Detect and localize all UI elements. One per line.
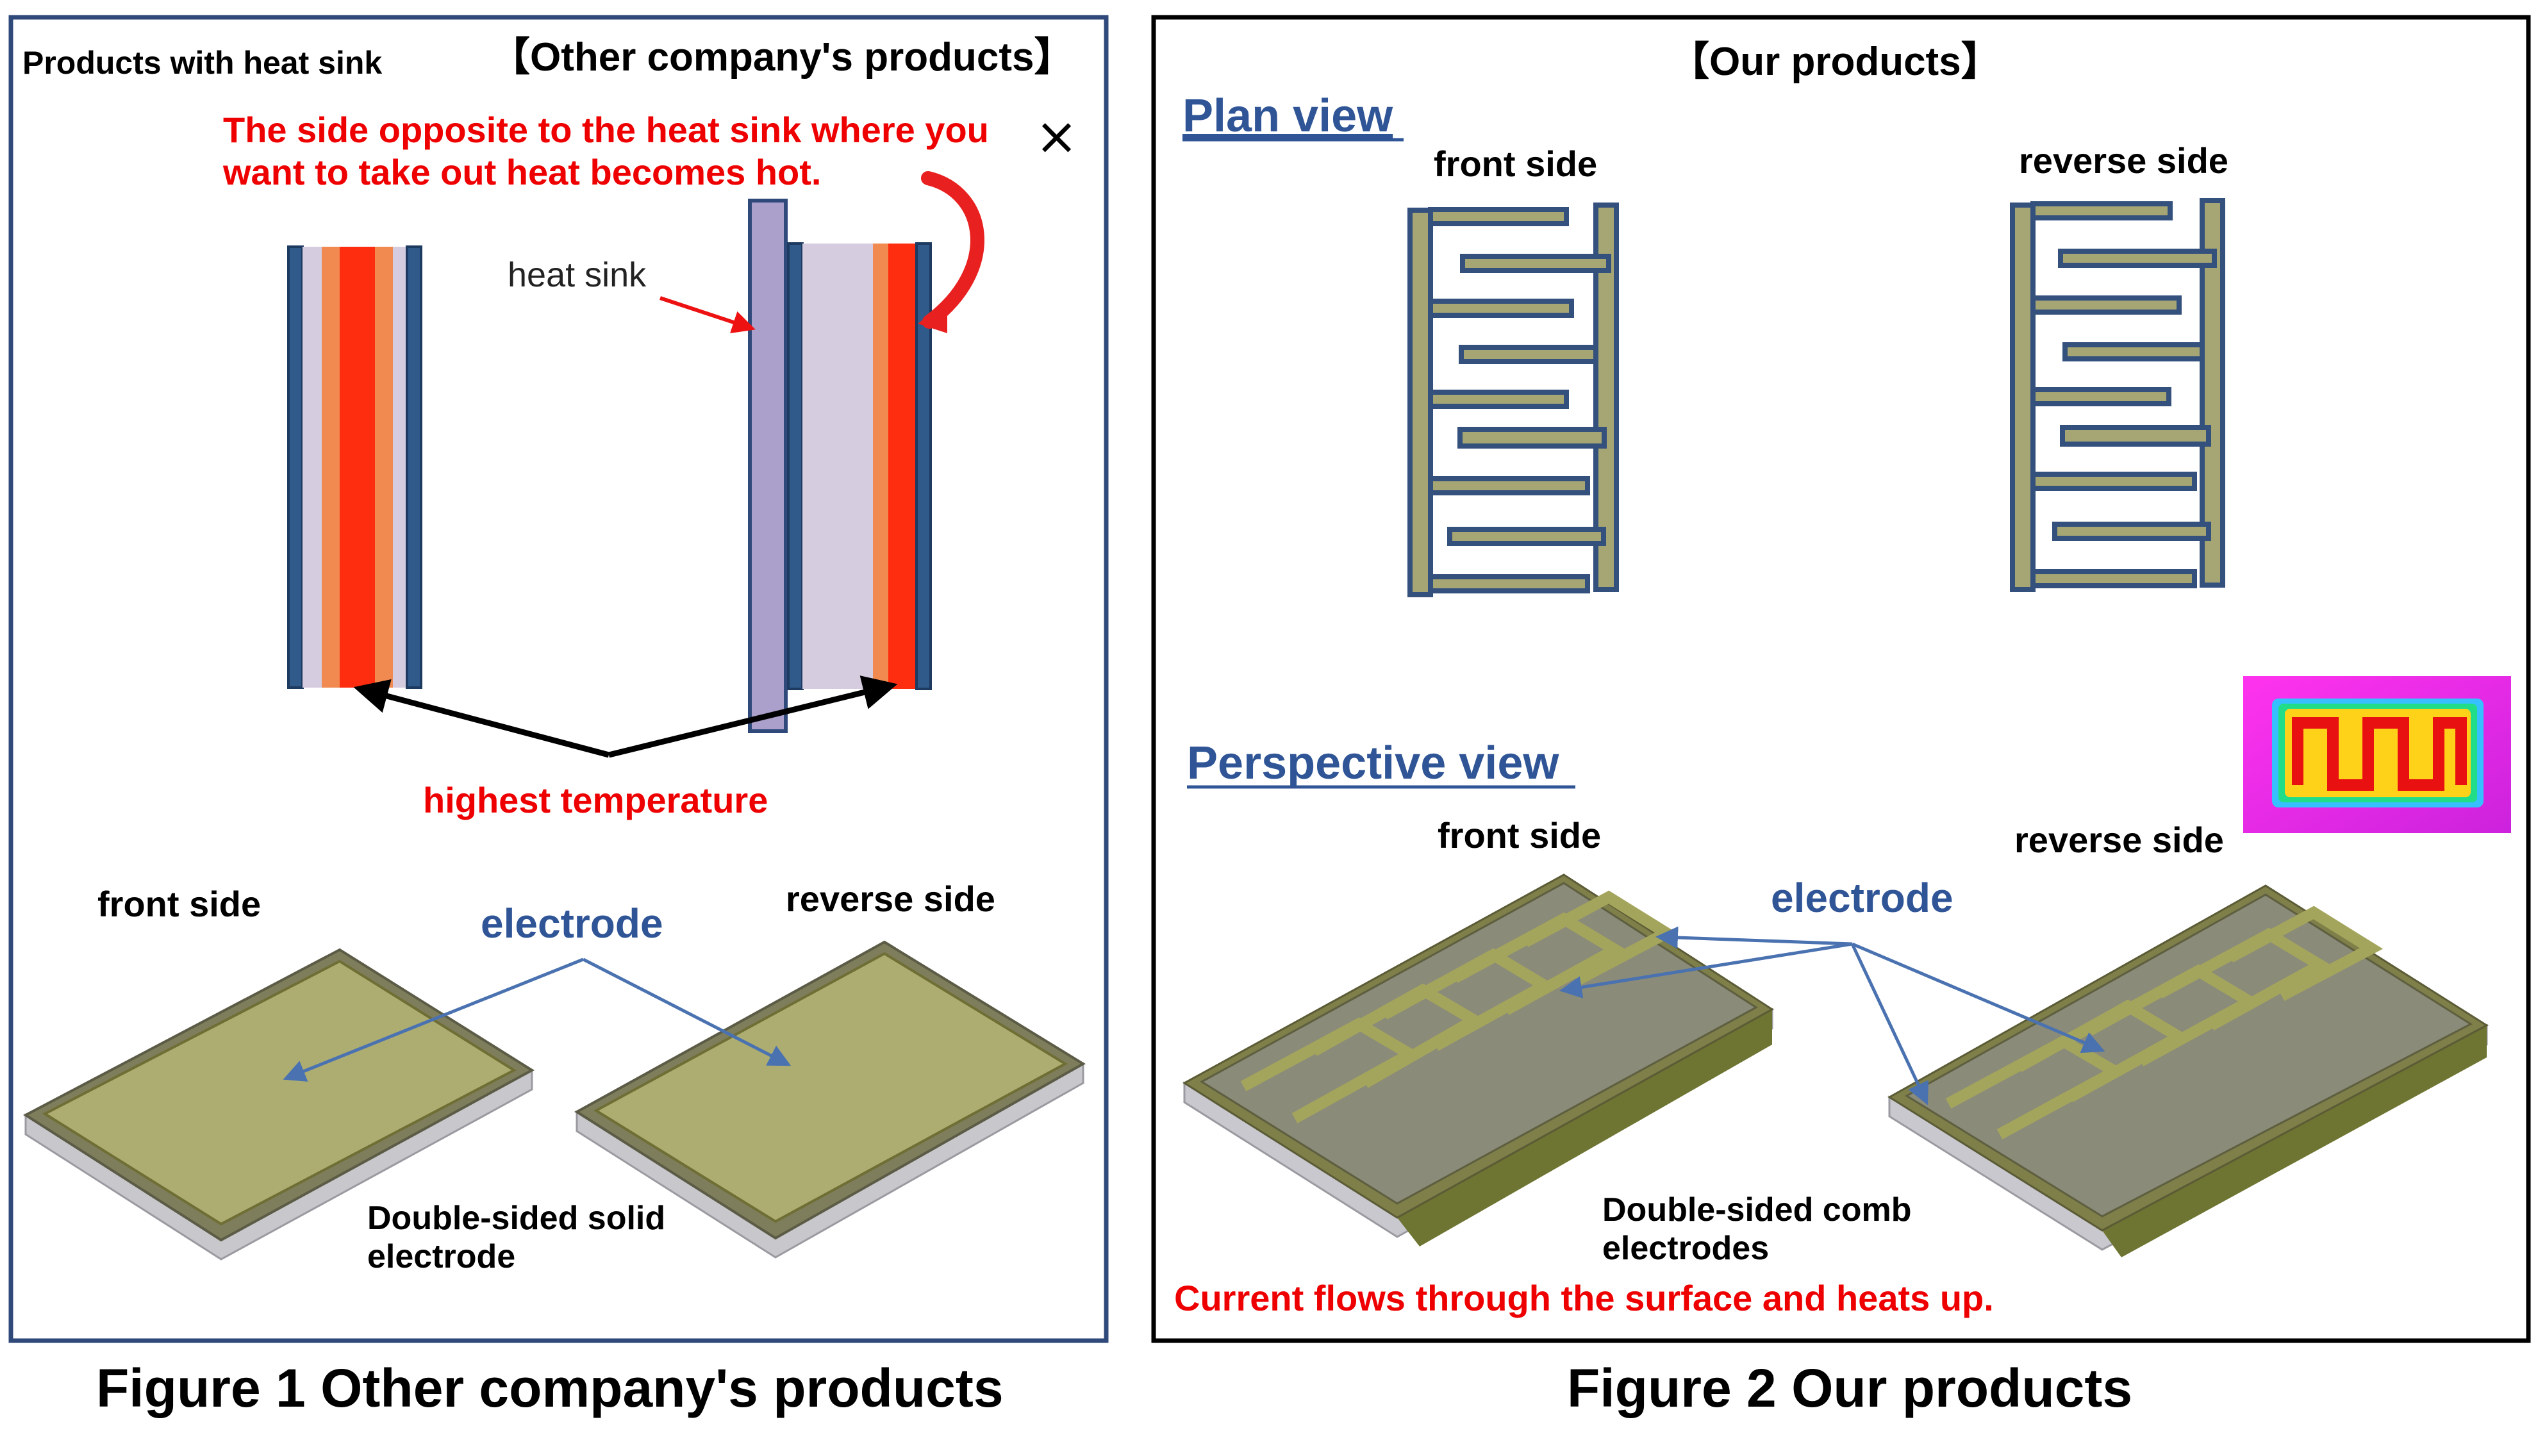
figure2-electrode-desc-line1: Double-sided comb: [1602, 1191, 1911, 1228]
figure1-electrode-arrows: [283, 957, 792, 1082]
figure1-electrode-desc-line1: Double-sided solid: [367, 1200, 665, 1237]
figure2-caption: Figure 2 Our products: [1567, 1358, 2132, 1418]
figure1-warning-line2: want to take out heat becomes hot.: [222, 152, 821, 192]
figure1-reverse-side-label: reverse side: [786, 879, 995, 919]
plan-view-label: Plan view: [1182, 90, 1393, 142]
heater-with-heat-sink: [748, 199, 932, 733]
perspective-view-label: Perspective view: [1187, 738, 1559, 789]
persp-reverse-side-label: reverse side: [2014, 820, 2224, 860]
cross-mark-icon: ×: [1035, 106, 1078, 166]
figure1-warning-line1: The side opposite to the heat sink where…: [223, 110, 989, 150]
heat-sink-label: heat sink: [508, 256, 647, 294]
heater-without-heat-sink: [287, 245, 422, 689]
figure2-electrode-label: electrode: [1771, 875, 1953, 921]
curved-heat-arrow-icon: [921, 171, 984, 329]
figure2-header: 【Our products】: [1670, 40, 2001, 84]
comb-electrode-plan-reverse: [2010, 198, 2225, 592]
solid-electrode-plate-front: [23, 948, 535, 1261]
plan-front-side-label: front side: [1434, 144, 1597, 184]
figure1-caption: Figure 1 Other company's products: [96, 1358, 1004, 1418]
figure2-electrode-desc-line2: electrodes: [1602, 1230, 1769, 1267]
comb-electrode-plan-front: [1407, 203, 1619, 597]
persp-front-side-label: front side: [1438, 815, 1601, 856]
current-flow-note: Current flows through the surface and he…: [1174, 1278, 1994, 1318]
figure1-electrode-label: electrode: [481, 900, 663, 947]
heat-sink-plate: [748, 199, 788, 733]
highest-temperature-label: highest temperature: [423, 780, 768, 820]
solid-electrode-plate-reverse: [574, 940, 1086, 1259]
comb-electrode-plate-reverse: [1887, 884, 2489, 1257]
figure1-header-right: 【Other company's products】: [490, 35, 1074, 79]
figure1-header-left: Products with heat sink: [22, 45, 382, 81]
highest-temperature-arrows: [353, 675, 898, 758]
plan-reverse-side-label: reverse side: [2019, 140, 2228, 181]
heat-sink-pointer-arrow: [659, 296, 756, 334]
figure1-electrode-desc-line2: electrode: [367, 1238, 515, 1275]
figure2-electrode-arrows: [1559, 926, 2105, 1105]
figure1-front-side-label: front side: [97, 884, 261, 924]
thermal-image: [2243, 676, 2511, 833]
